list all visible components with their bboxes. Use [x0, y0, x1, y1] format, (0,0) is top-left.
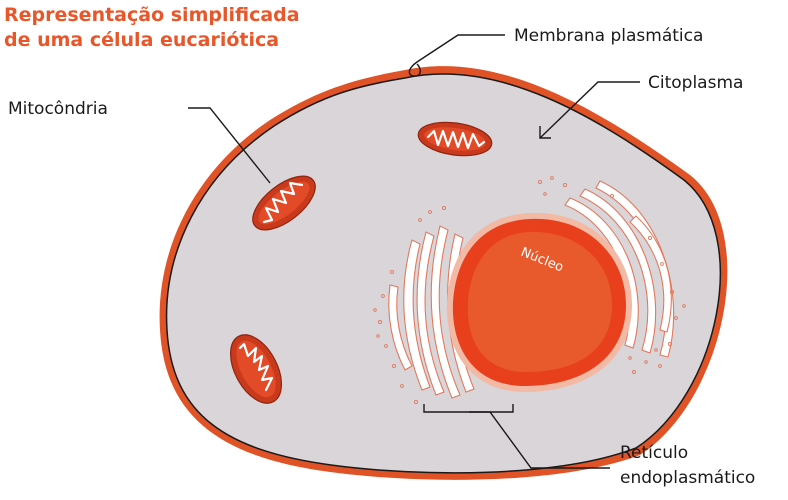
- mitochondrion-left: [252, 175, 316, 231]
- label-reticulo-line2: endoplasmático: [620, 468, 755, 488]
- reticulo-bracket: [423, 404, 514, 413]
- membrana-leader: [408, 34, 505, 77]
- mitochondrion-bottom: [229, 334, 283, 404]
- label-membrana-plasmatica: Membrana plasmática: [514, 26, 703, 46]
- er-vesicles: [373, 176, 686, 405]
- label-reticulo-line1: Retículo: [620, 443, 688, 463]
- citoplasma-leader: [539, 81, 640, 139]
- label-mitocondria: Mitocôndria: [8, 99, 108, 119]
- diagram-title-line2: de uma célula eucariótica: [4, 29, 279, 51]
- reticulo-leader: [469, 411, 610, 469]
- label-citoplasma: Citoplasma: [648, 73, 743, 93]
- citoplasma-arrowhead: [539, 126, 551, 139]
- mitochondrion-top: [417, 121, 493, 157]
- mitocondria-leader: [188, 107, 271, 184]
- nucleus: Núcleo: [446, 212, 632, 392]
- diagram-title-line1: Representação simplificada: [4, 4, 300, 26]
